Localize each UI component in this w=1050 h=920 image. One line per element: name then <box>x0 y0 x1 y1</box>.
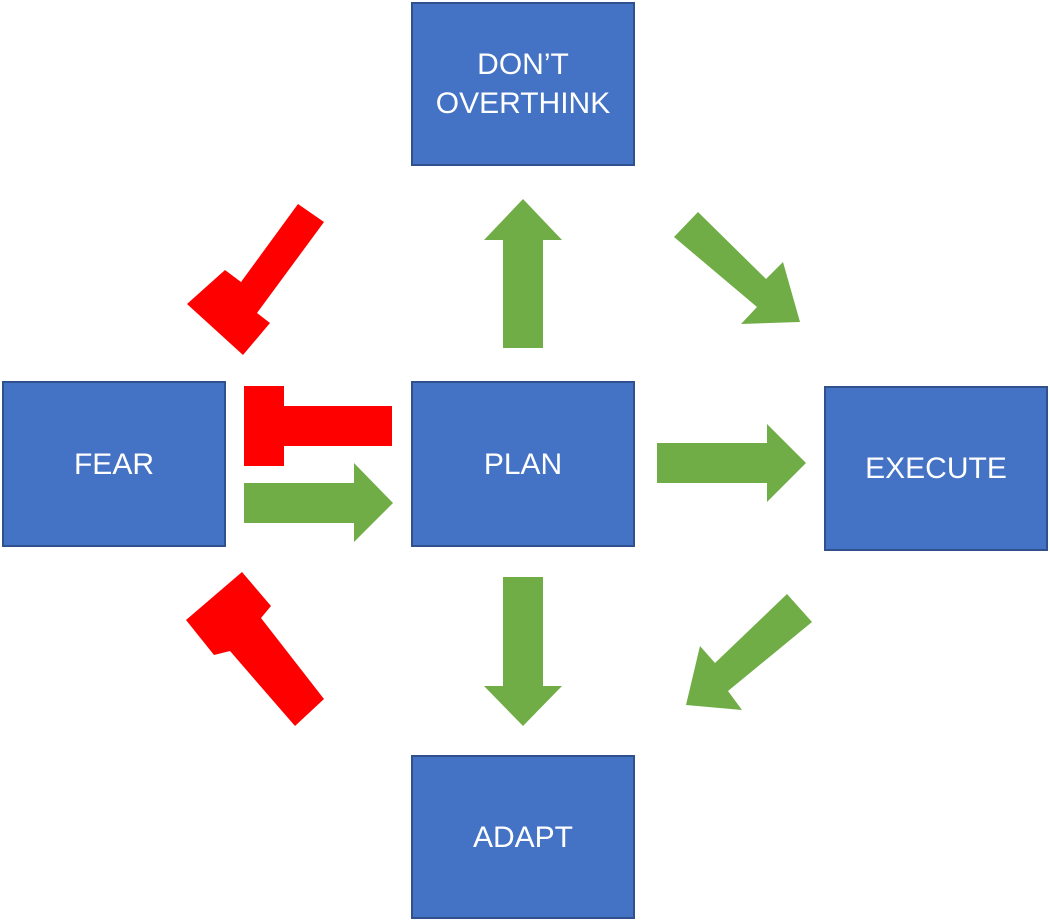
blocker-overthink-to-fear <box>187 204 324 355</box>
node-plan-label: PLAN <box>483 447 563 481</box>
node-fear: FEAR <box>2 381 226 547</box>
arrow-plan-to-execute <box>657 424 806 502</box>
node-adapt: ADAPT <box>411 755 635 919</box>
node-fear-label: FEAR <box>73 447 154 481</box>
node-plan: PLAN <box>411 381 635 547</box>
arrow-overthink-to-execute <box>674 212 800 324</box>
node-dont-overthink: DON’T OVERTHINK <box>411 2 635 166</box>
arrow-fear-to-plan <box>244 463 393 542</box>
arrow-execute-to-adapt <box>686 594 812 710</box>
arrow-plan-to-adapt <box>484 577 562 726</box>
node-dont-overthink-line2: OVERTHINK <box>435 87 611 120</box>
blocker-adapt-to-fear <box>186 572 324 726</box>
node-adapt-label: ADAPT <box>472 820 574 854</box>
node-dont-overthink-line1: DON’T <box>477 48 569 81</box>
node-execute-label: EXECUTE <box>865 452 1007 485</box>
node-execute: EXECUTE <box>824 386 1048 551</box>
arrow-plan-to-overthink <box>484 199 562 348</box>
blocker-plan-to-fear <box>244 386 392 466</box>
